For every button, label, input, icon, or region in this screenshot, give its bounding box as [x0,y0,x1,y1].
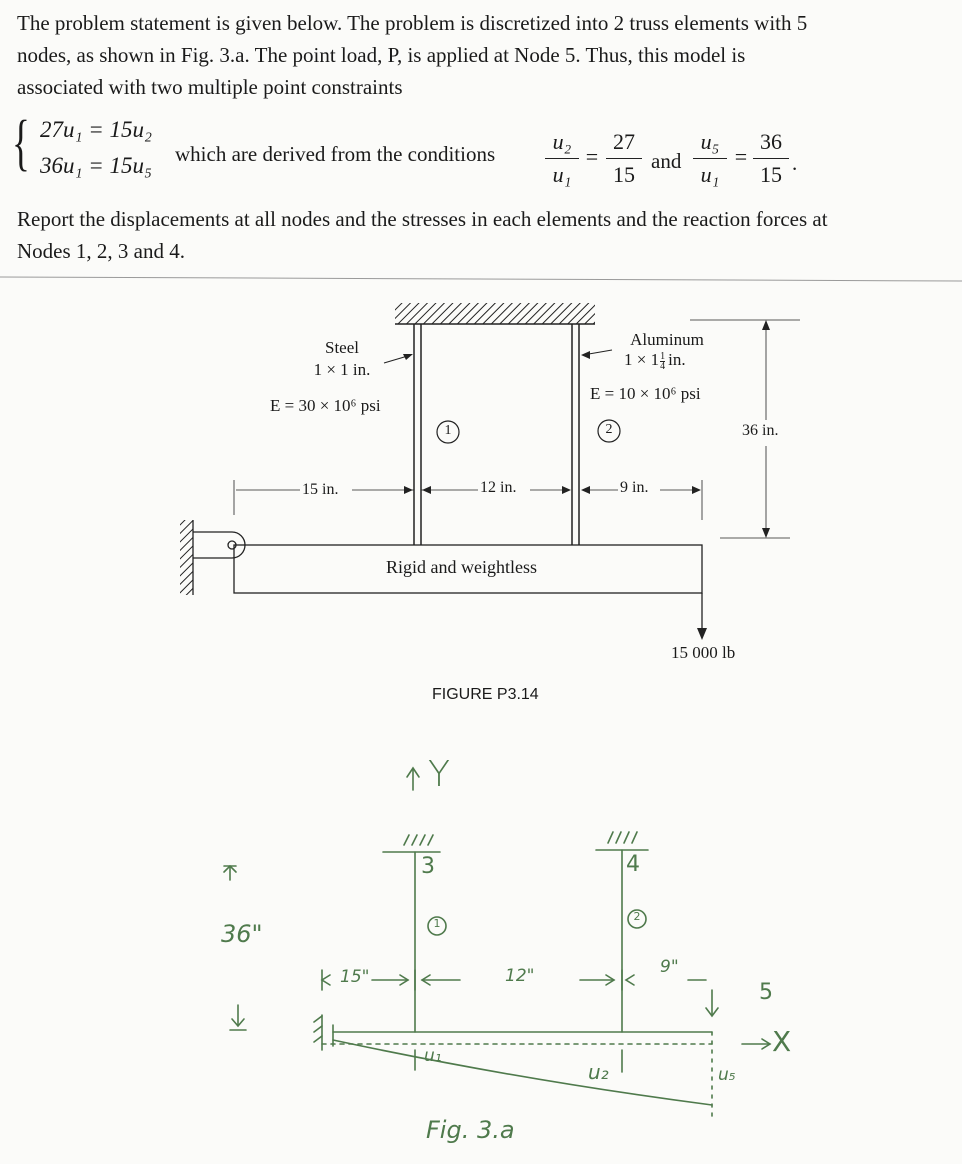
aluminum-modulus: E = 10 × 10⁶ psi [590,384,701,403]
fraction-4-numerator: 36 [760,129,782,154]
fraction-4-denominator: 15 [760,162,782,187]
fraction-3-denominator: u₁ [700,162,720,187]
sketch-load-arrow [705,989,719,1018]
beam-label: Rigid and weightless [386,557,537,577]
sketch-caption: Fig. 3.a [426,1116,515,1144]
fraction-2-numerator: 27 [613,129,635,154]
conditions-text: which are derived from the conditions [175,142,496,166]
steel-label: Steel [325,338,359,357]
steel-rod [413,324,422,545]
load-arrow [697,593,707,640]
element-2-sketch-label: 2 [633,910,641,923]
sketch-horizontal-dimensions [320,969,707,991]
aluminum-rod [571,324,580,545]
dimension-12-label: 12 in. [480,479,517,496]
sketch-pin-support [313,1014,323,1051]
aluminum-pointer-arrow [581,349,613,359]
element-2-circle [597,419,621,443]
sketch-height-label: 36" [221,920,263,948]
constraint-brace: { [12,109,30,177]
sketch-beam [321,1024,713,1047]
fraction-1-numerator: u₂ [552,129,572,154]
horizontal-dimension-line [233,480,703,520]
fraction-1-bar [545,158,579,159]
sketch-height-dimension [223,864,247,1031]
load-label: 15 000 lb [671,643,736,662]
aluminum-size-fraction-denominator: 4 [660,360,666,372]
element-2-marker: 2 [605,422,613,437]
fraction-2-denominator: 15 [613,162,635,187]
u2-label: u₂ [588,1060,609,1084]
constraint-equation-1: 27u₁ = 15u₂ [40,117,153,142]
u5-label: u₅ [718,1065,736,1085]
aluminum-size-fraction-numerator: 1 [660,350,666,362]
dimension-9-label: 9 in. [620,479,649,496]
node-4-label: 4 [626,852,640,877]
node-5-label: 5 [759,980,773,1005]
and-word: and [651,149,682,173]
constraint-equation-2: 36u₁ = 15u₅ [40,153,153,178]
x-axis-arrow [741,1038,772,1050]
sketch-dim-12-label: 12" [505,966,535,986]
u1-label: u₁ [424,1046,442,1066]
dimension-15-label: 15 in. [302,481,339,498]
pin-support [180,520,246,595]
fraction-4-bar [753,158,789,159]
statement-line-1: The problem statement is given below. Th… [17,11,808,35]
node-3-label: 3 [421,854,435,879]
fraction-1-denominator: u₁ [552,162,572,187]
equals-sign-2: = [734,144,748,169]
figure-caption: FIGURE P3.14 [432,686,539,703]
height-dimension-label: 36 in. [742,422,779,439]
sketch-dim-15-label: 15" [340,967,370,987]
sketch-dim-9-label: 9" [660,957,679,977]
element-1-sketch-label: 1 [433,917,441,930]
x-axis-label: X [772,1025,792,1058]
report-line-2: Nodes 1, 2, 3 and 4. [17,239,185,263]
steel-pointer-arrow [383,354,413,364]
element-1-sketch-circle [427,916,447,936]
height-dimension [690,319,800,539]
ceiling-support [395,303,595,325]
end-period: . [792,151,798,175]
node-4-support-hatch [595,831,649,851]
aluminum-size-prefix: 1 × 1 [624,350,660,369]
sketch-deflected-line [332,1031,713,1121]
fraction-3-numerator: u₅ [700,129,720,154]
y-axis-arrow [406,766,420,791]
aluminum-label: Aluminum [630,330,704,349]
statement-line-3: associated with two multiple point const… [17,75,403,99]
report-line-1: Report the displacements at all nodes an… [17,207,828,231]
element-1-marker: 1 [444,423,452,438]
element-1-circle [436,420,460,444]
element-2-sketch-circle [627,909,647,929]
separator-line [0,276,962,282]
rigid-beam [233,544,703,594]
equals-sign-1: = [585,144,599,169]
aluminum-size-suffix: in. [668,350,686,369]
statement-line-2: nodes, as shown in Fig. 3.a. The point l… [17,43,746,67]
fraction-3-bar [693,158,727,159]
y-axis-label: Y [428,754,450,795]
fraction-2-bar [606,158,642,159]
steel-modulus: E = 30 × 10⁶ psi [270,396,381,415]
steel-size: 1 × 1 in. [313,360,371,379]
node-3-support-hatch [382,834,441,853]
